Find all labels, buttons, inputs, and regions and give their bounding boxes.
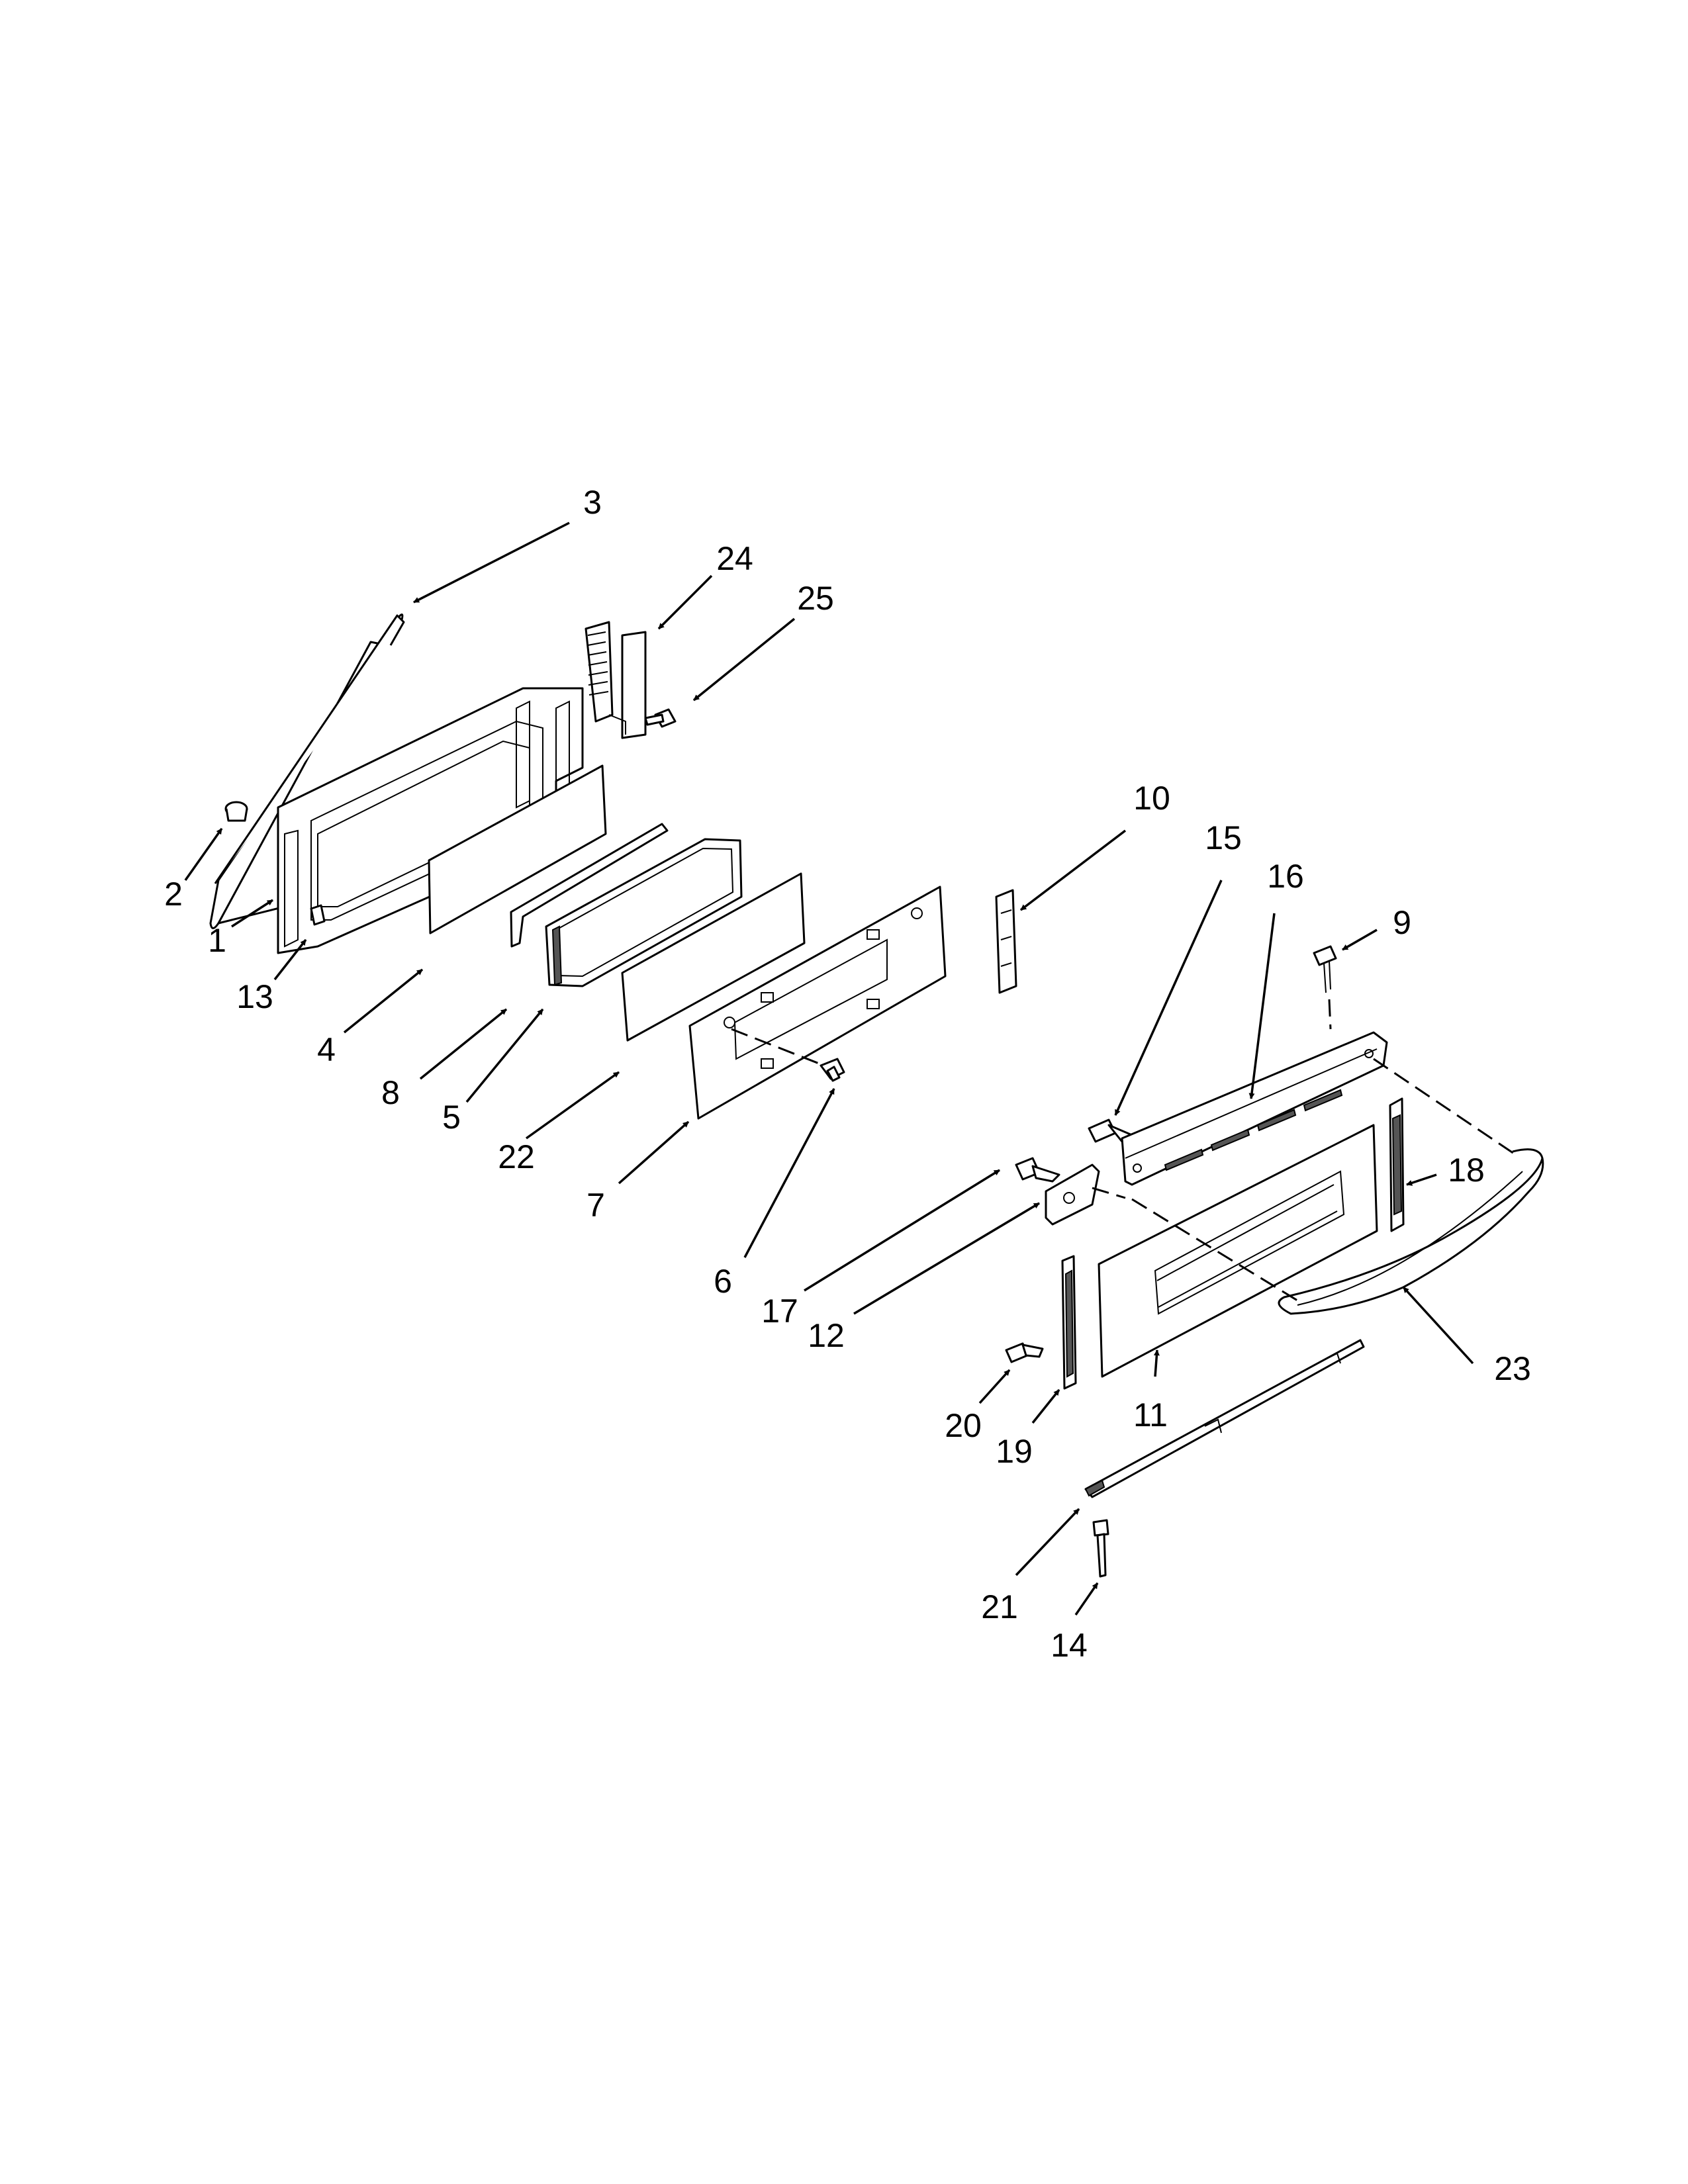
leader-7 [618,1120,690,1185]
leader-19 [1031,1388,1060,1424]
callout-13: 13 [236,978,273,1015]
leader-17 [804,1169,1000,1292]
door-trim-bracket [995,889,1017,994]
callout-25: 25 [797,580,834,617]
callout-18: 18 [1448,1152,1485,1189]
callout-12: 12 [808,1317,845,1354]
outer-door-panel [1098,1124,1378,1378]
leader-11 [1153,1349,1160,1377]
end-cap-screw [1005,1342,1044,1363]
callout-23: 23 [1494,1350,1531,1387]
glass-spacer-strip [510,823,669,948]
assembly-axis-line [731,1028,825,1067]
door-panel [688,886,947,1120]
handle-stud [1015,1157,1060,1183]
inner-glass-panel [428,764,607,934]
door-panel-screw [820,1058,845,1082]
leader-25 [692,617,796,702]
rail-screw [1092,1519,1109,1578]
leader-23 [1402,1286,1474,1365]
callout-9: 9 [1393,904,1411,941]
callout-14: 14 [1051,1627,1088,1664]
callout-22: 22 [498,1138,535,1175]
glass-pack-frame [545,838,743,987]
leader-12 [853,1202,1040,1315]
leader-16 [1248,913,1276,1099]
leader-21 [1015,1508,1080,1576]
callout-5: 5 [442,1099,461,1136]
callout-24: 24 [716,540,753,577]
leader-14 [1074,1582,1099,1615]
callout-7: 7 [586,1187,605,1224]
callout-4: 4 [317,1031,336,1068]
vent-trim [1121,1031,1388,1186]
left-end-cap [1061,1255,1077,1390]
callout-20: 20 [945,1407,982,1444]
callout-17: 17 [761,1293,798,1330]
callout-10: 10 [1133,780,1170,817]
leader-5 [465,1008,544,1103]
oven-door-handle [1278,1148,1544,1315]
leader-3 [413,522,570,604]
callout-16: 16 [1267,858,1304,895]
callout-3: 3 [583,484,602,521]
callout-15: 15 [1205,819,1242,856]
callout-19: 19 [996,1433,1033,1470]
callout-2: 2 [164,876,183,913]
right-end-cap [1389,1097,1405,1232]
leader-24 [657,574,713,630]
outer-glass-panel [621,872,806,1042]
assembly-axis-line [1373,1058,1517,1156]
leader-4 [343,968,424,1034]
spacer-block [310,904,326,926]
callout-1: 1 [208,922,226,959]
leader-8 [419,1008,508,1080]
callout-8: 8 [381,1074,400,1111]
hinge-screw [644,708,677,728]
handle-bracket [1045,1163,1126,1226]
leader-1 [231,899,273,928]
hinge [585,621,647,739]
leader-18 [1406,1173,1437,1186]
leader-lines [184,522,1474,1615]
leader-13 [273,938,307,981]
leader-10 [1019,829,1127,911]
leader-9 [1342,929,1378,951]
leader-6 [743,1088,835,1258]
leader-15 [1114,880,1223,1116]
callout-11: 11 [1133,1396,1168,1433]
leader-22 [525,1071,620,1140]
assembly-axis-line [1131,1198,1298,1302]
callout-6: 6 [714,1263,732,1300]
callout-21: 21 [981,1588,1018,1625]
handle-screw [1313,945,1337,1030]
screw-cap [224,801,248,822]
leader-2 [184,827,223,882]
callout-labels: 3 24 25 2 1 13 4 8 5 22 7 6 10 15 16 9 1… [164,484,1531,1664]
leader-20 [978,1369,1011,1404]
bottom-trim-rail [1084,1339,1365,1498]
door-gasket [209,614,405,929]
